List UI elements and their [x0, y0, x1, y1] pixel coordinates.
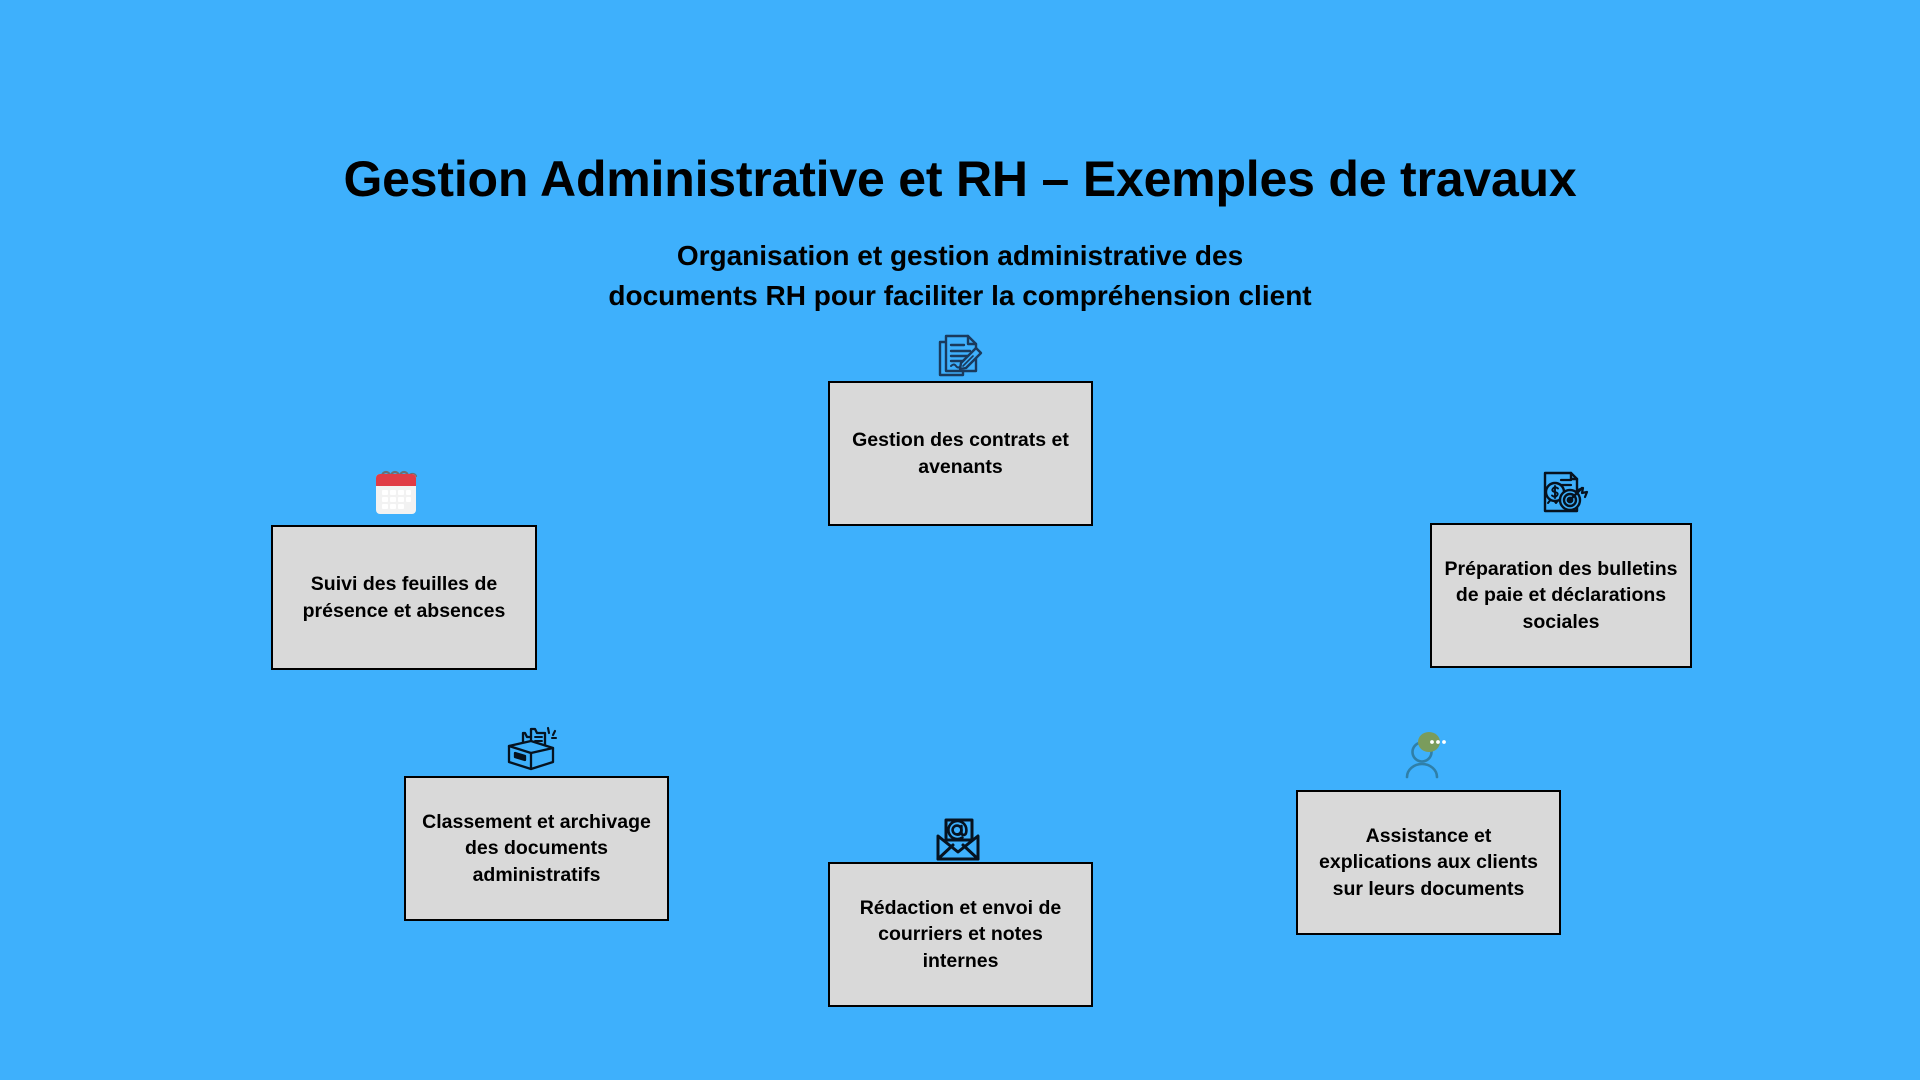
payslip-dollar-target-icon: [1533, 464, 1589, 520]
node-courriers-label: Rédaction et envoi de courriers et notes…: [859, 897, 1062, 972]
email-envelope-at-icon: [932, 814, 984, 866]
person-speech-bubble-icon: [1399, 727, 1455, 783]
node-archivage-box[interactable]: Classement et archivage des documents ad…: [404, 776, 669, 921]
node-courriers-box[interactable]: Rédaction et envoi de courriers et notes…: [828, 862, 1093, 1007]
node-presence-label: Suivi des feuilles de présence et absenc…: [302, 573, 506, 622]
node-contrats-label: Gestion des contrats et avenants: [852, 429, 1069, 478]
node-paie-label: Préparation des bulletins de paie et déc…: [1444, 558, 1678, 633]
node-paie-box[interactable]: Préparation des bulletins de paie et déc…: [1430, 523, 1692, 668]
page-subtitle-line-2: documents RH pour faciliter la compréhen…: [608, 279, 1312, 311]
calendar-icon: [368, 466, 424, 522]
node-assistance-label: Assistance et explications aux clients s…: [1319, 825, 1538, 900]
node-assistance-box[interactable]: Assistance et explications aux clients s…: [1296, 790, 1561, 935]
page-subtitle: Organisation et gestion administrative d…: [0, 236, 1920, 316]
node-presence-box[interactable]: Suivi des feuilles de présence et absenc…: [271, 525, 537, 670]
page-title: Gestion Administrative et RH – Exemples …: [343, 150, 1577, 207]
page-subtitle-line-1: Organisation et gestion administrative d…: [676, 240, 1244, 271]
file-archive-box-icon: [503, 719, 559, 775]
node-archivage-label: Classement et archivage des documents ad…: [422, 811, 651, 886]
contract-document-pencil-icon: [932, 330, 984, 382]
node-contrats-box[interactable]: Gestion des contrats et avenants: [828, 381, 1093, 526]
